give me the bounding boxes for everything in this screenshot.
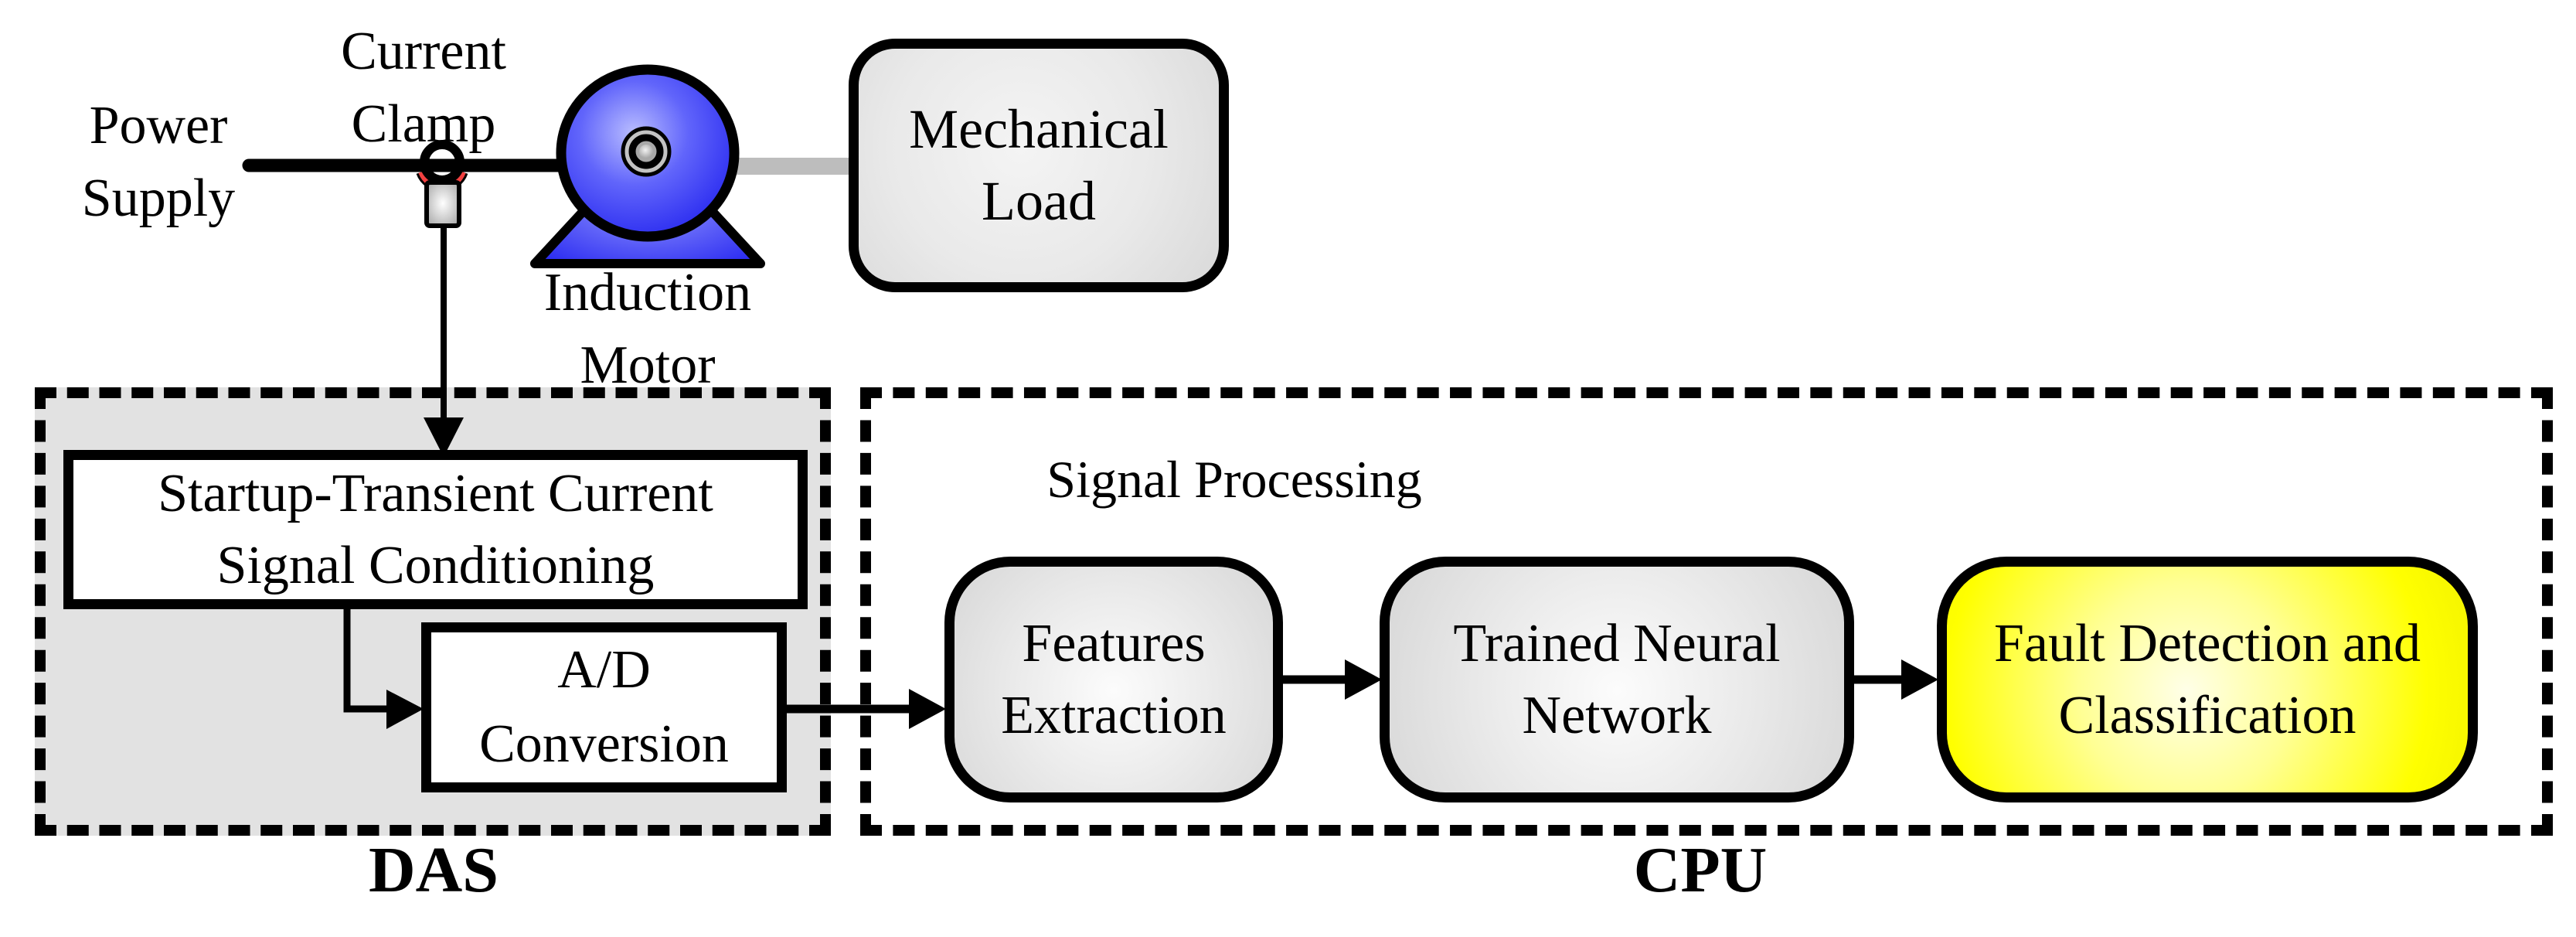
elbow-connector: [343, 608, 386, 713]
trained-neural-network-box: Trained Neural Network: [1380, 557, 1854, 802]
induction-motor-line2: Motor: [580, 336, 716, 395]
arrow-right-icon-ad: [386, 690, 424, 729]
features-extraction-line1: Features: [1022, 614, 1206, 673]
signal-conditioning-line2: Signal Conditioning: [216, 536, 655, 595]
power-supply-line1: Power: [89, 96, 228, 155]
fault-detection-line2: Classification: [2058, 686, 2357, 745]
ad-conversion-box: A/D Conversion: [421, 622, 787, 792]
features-extraction-line2: Extraction: [1001, 686, 1227, 745]
arrow-right-icon-features: [909, 689, 946, 729]
current-clamp-label: Current Clamp: [292, 15, 555, 161]
ad-conversion-line1: A/D: [557, 640, 651, 700]
cpu-region-label: CPU: [1633, 834, 1768, 906]
ad-conversion-line2: Conversion: [479, 714, 729, 774]
mechanical-load-line1: Mechanical: [909, 98, 1169, 160]
power-supply-line2: Supply: [81, 169, 236, 228]
arrow-right-icon-tnn: [1345, 659, 1382, 700]
clamp-body: [424, 180, 461, 228]
motor-shaft: [733, 158, 860, 175]
trained-neural-network-line2: Network: [1522, 686, 1712, 745]
current-clamp-line2: Clamp: [351, 94, 496, 154]
arrow-down-icon: [424, 417, 464, 457]
power-supply-label: Power Supply: [19, 90, 298, 235]
mechanical-load-box: Mechanical Load: [849, 39, 1229, 292]
induction-motor-label: Induction Motor: [495, 257, 801, 402]
trained-neural-network-line1: Trained Neural: [1453, 614, 1781, 673]
mechanical-load-line2: Load: [982, 170, 1096, 232]
fault-detection-line1: Fault Detection and: [1993, 614, 2421, 673]
das-region-label: DAS: [368, 834, 499, 906]
induction-motor-line1: Induction: [543, 263, 752, 322]
fault-detection-box: Fault Detection and Classification: [1937, 557, 2478, 802]
arrow-right-icon-fault: [1901, 659, 1938, 700]
features-extraction-box: Features Extraction: [944, 557, 1283, 802]
signal-processing-label: Signal Processing: [1046, 450, 1422, 509]
signal-conditioning-line1: Startup-Transient Current: [158, 464, 713, 523]
signal-conditioning-box: Startup-Transient Current Signal Conditi…: [63, 450, 808, 609]
motor-hub-dot: [639, 145, 653, 158]
induction-motor-icon: [530, 64, 765, 268]
current-clamp-line1: Current: [341, 22, 506, 81]
